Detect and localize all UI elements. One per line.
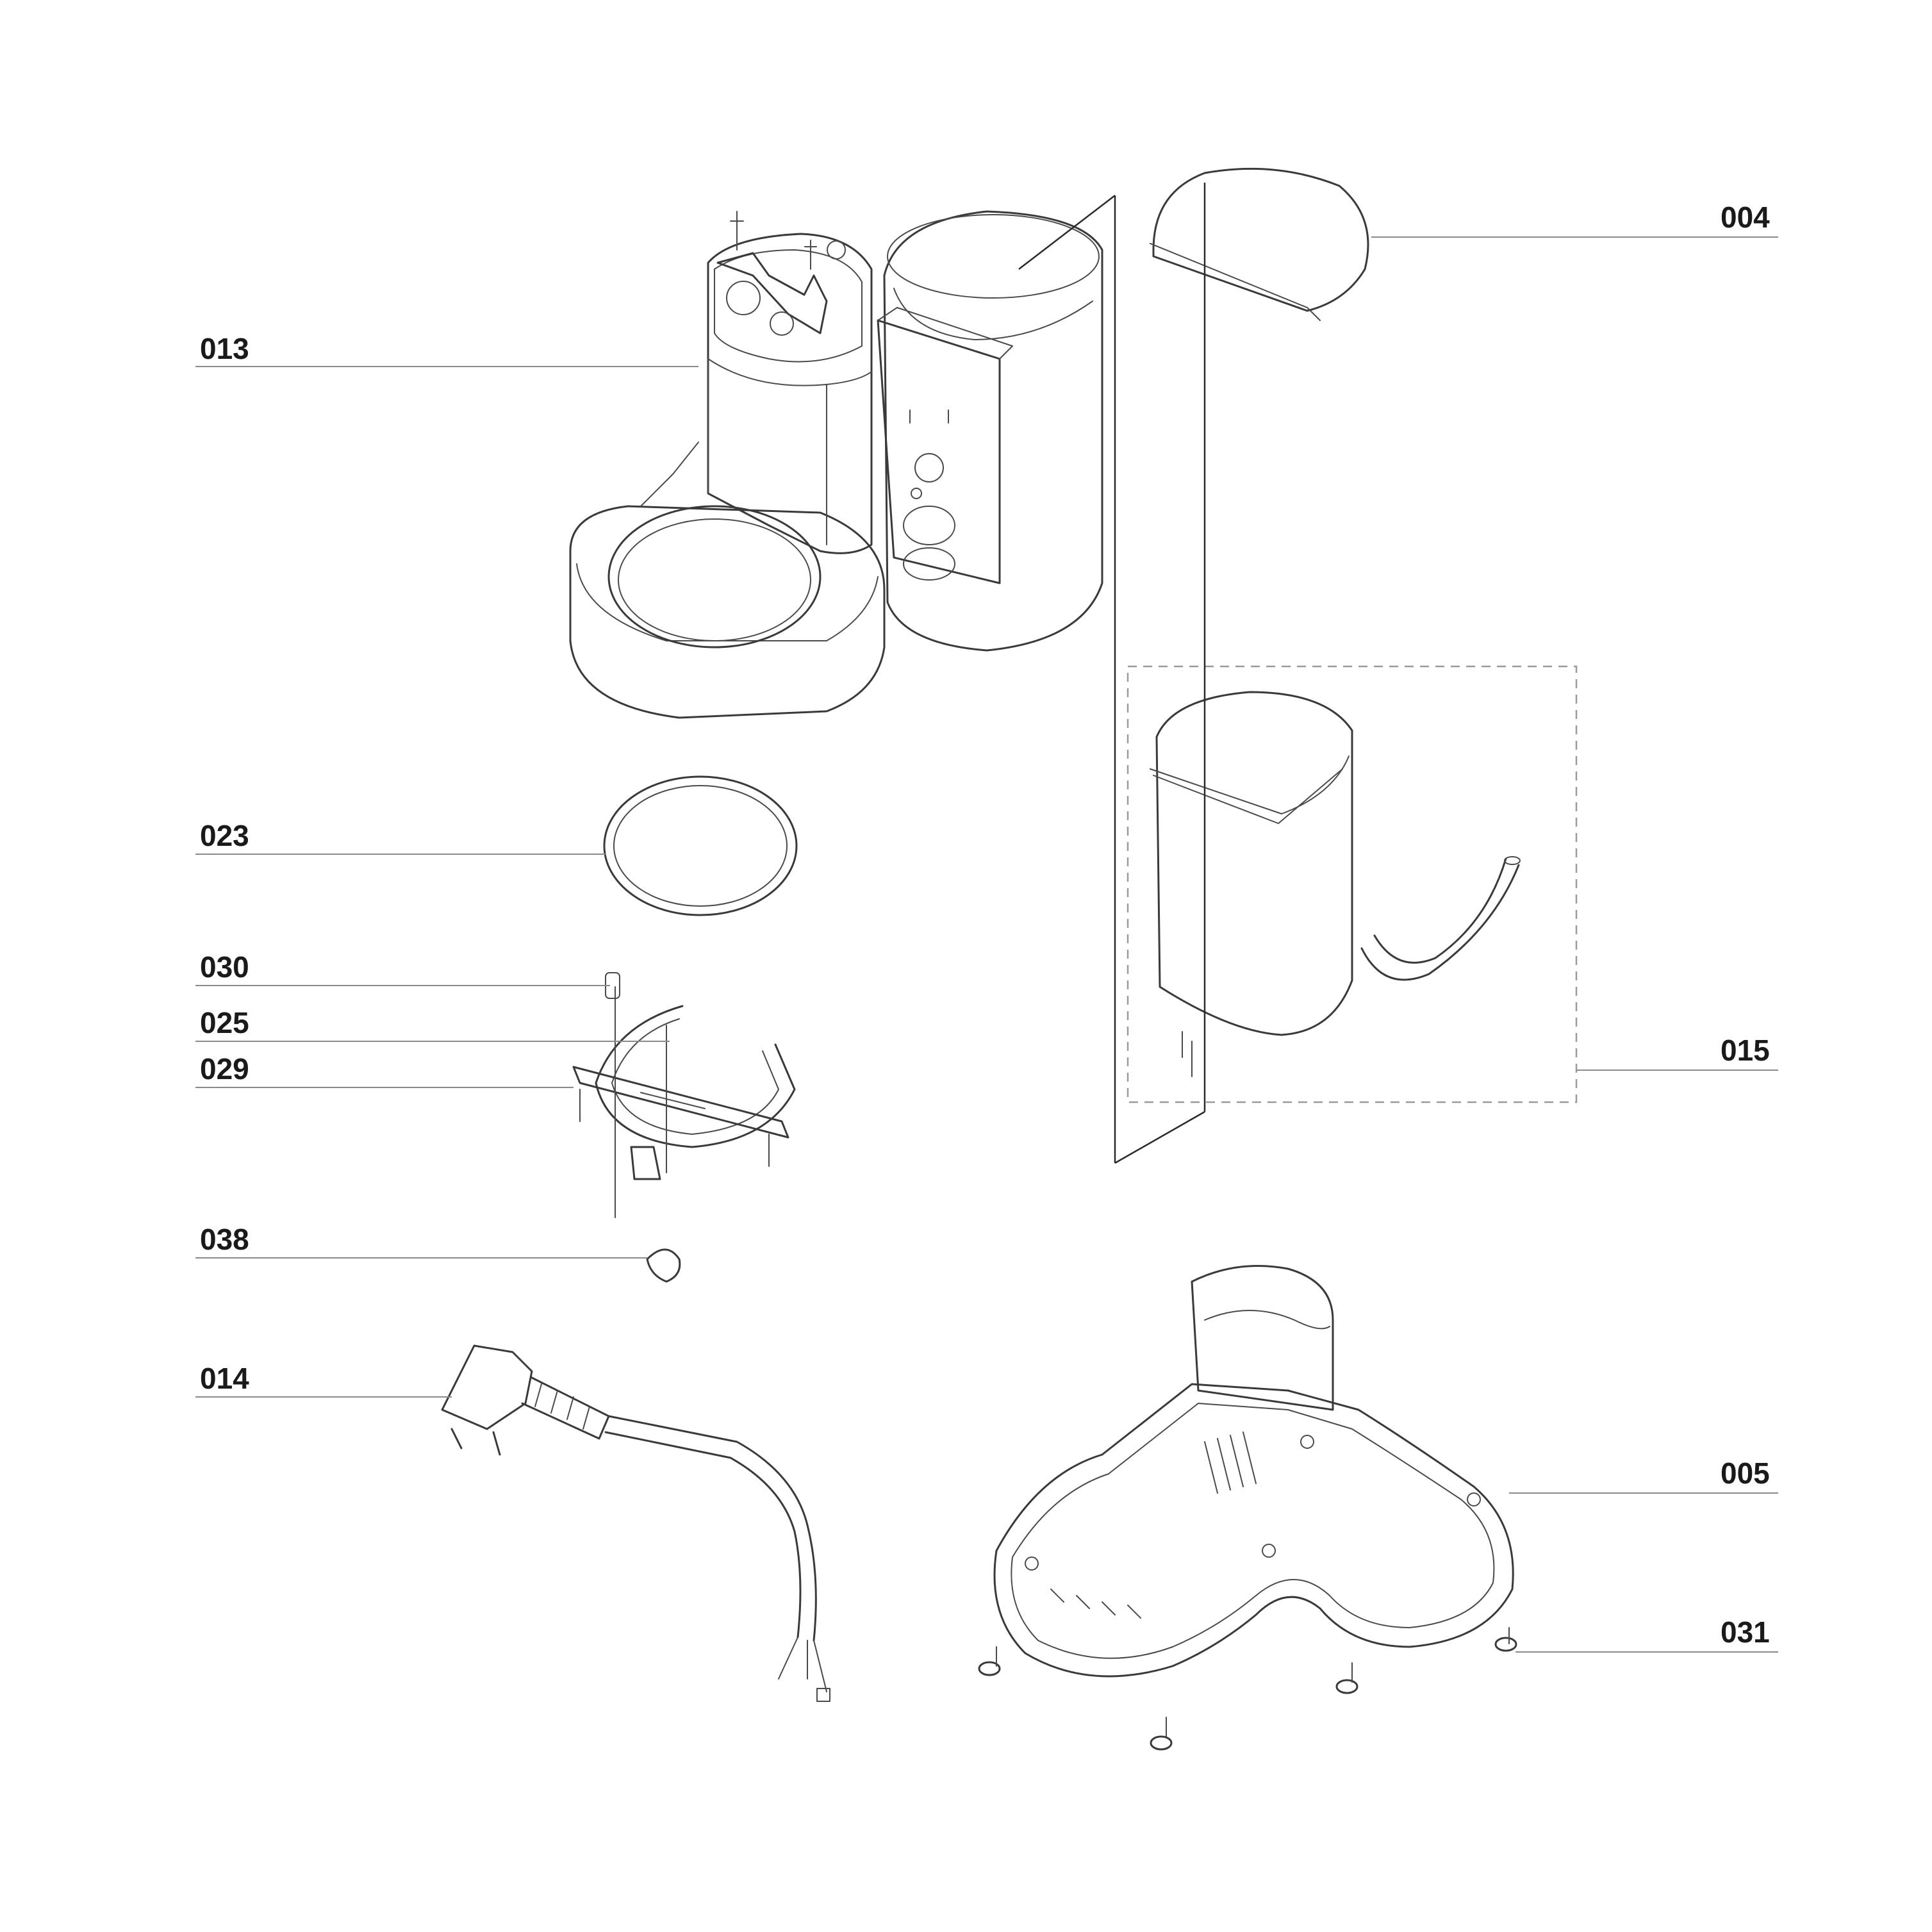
callout-014: 014 <box>200 1362 249 1395</box>
part-014-power-cord <box>441 1344 830 1702</box>
callout-038: 038 <box>200 1223 249 1256</box>
part-038-clip <box>646 1248 681 1283</box>
part-015-tank <box>1127 665 1578 1103</box>
part-005-base <box>993 1265 1514 1678</box>
callout-025: 025 <box>200 1006 249 1039</box>
callout-013: 013 <box>200 332 249 365</box>
assembly-lines <box>1018 183 1206 1164</box>
part-013-housing <box>569 210 1103 719</box>
part-025-029-030-heater <box>572 972 796 1218</box>
callout-015: 015 <box>1721 1034 1770 1067</box>
leader-lines <box>195 236 1778 1653</box>
part-004-lid <box>1150 167 1369 321</box>
callout-004: 004 <box>1721 201 1770 234</box>
callout-005: 005 <box>1721 1457 1770 1490</box>
callout-031: 031 <box>1721 1615 1770 1649</box>
callout-labels: 013 023 030 025 029 038 014 004 015 005 … <box>200 201 1770 1649</box>
part-023-gasket <box>603 775 798 916</box>
callout-023: 023 <box>200 819 249 852</box>
callout-030: 030 <box>200 950 249 984</box>
part-031-feet <box>978 1627 1517 1751</box>
callout-029: 029 <box>200 1052 249 1086</box>
